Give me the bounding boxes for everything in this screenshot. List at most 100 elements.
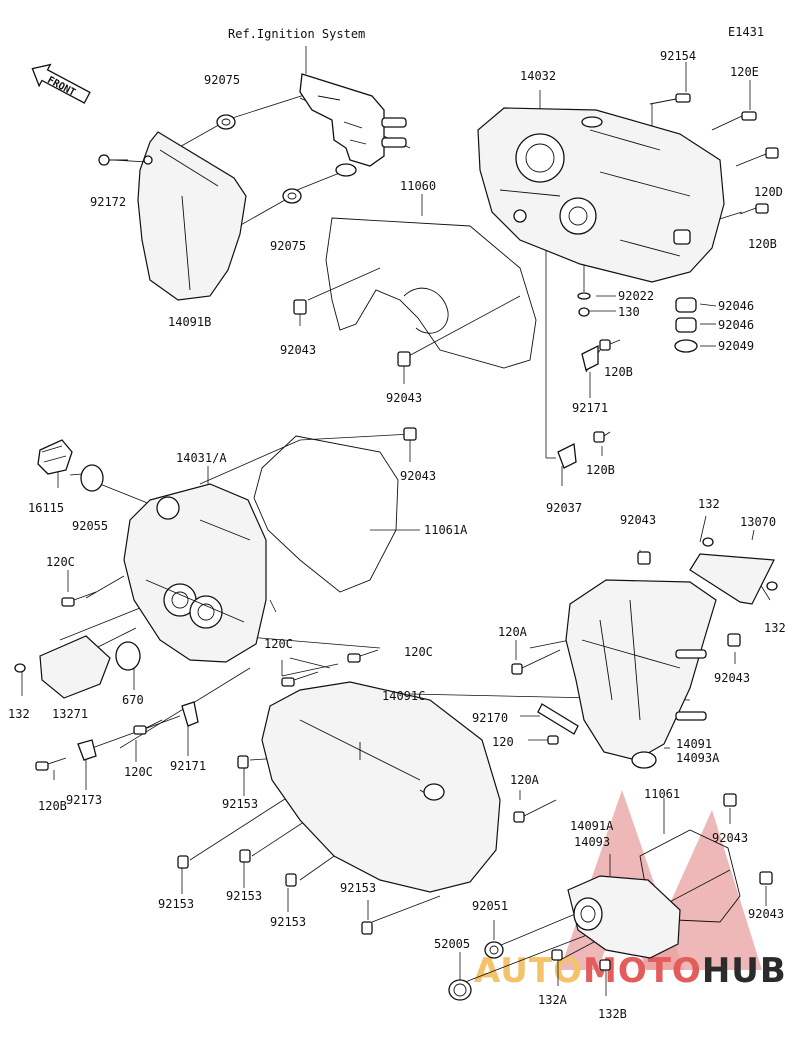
dowel-92043-g — [759, 871, 773, 885]
label-132-right: 132 — [764, 621, 786, 635]
label-132A: 132A — [538, 993, 568, 1007]
diagram-code: E1431 — [728, 25, 764, 39]
screw-132-right — [766, 581, 778, 591]
label-120A-upper: 120A — [498, 625, 528, 639]
label-14093A: 14093A — [676, 751, 720, 765]
label-120C-center: 120C — [264, 637, 293, 651]
washer-92022 — [577, 292, 591, 300]
gasket-11060 — [325, 217, 537, 369]
cover-14091A-14093 — [567, 875, 681, 959]
label-92043-g: 92043 — [748, 907, 784, 921]
front-arrow-icon: FRONT — [31, 63, 91, 104]
label-132-left: 132 — [8, 707, 30, 721]
bolt-120B-mid — [593, 431, 611, 443]
pin-92170 — [537, 703, 579, 735]
bolt-120B-top — [739, 203, 769, 215]
label-120A-lower: 120A — [510, 773, 540, 787]
dowel-92043-e — [727, 633, 741, 647]
label-13070: 13070 — [740, 515, 776, 529]
grommet-92046-b — [675, 317, 697, 333]
grommet-92046-a — [675, 297, 697, 313]
dowel-92043-b — [397, 351, 411, 367]
label-92154: 92154 — [660, 49, 696, 63]
dowel-92043-d — [637, 551, 651, 565]
label-92153-e: 92153 — [340, 881, 376, 895]
dowel-92043-c — [403, 427, 417, 441]
label-92043-f: 92043 — [712, 831, 748, 845]
clamp-92171-upper — [581, 344, 599, 371]
screw-132-left — [14, 663, 26, 673]
o-ring-670 — [115, 641, 141, 671]
label-92043-a: 92043 — [280, 343, 316, 357]
cover-13070 — [689, 553, 775, 605]
clamp-92173 — [77, 739, 97, 761]
label-13271: 13271 — [52, 707, 88, 721]
label-92171-lower: 92171 — [170, 759, 206, 773]
label-11061: 11061 — [644, 787, 680, 801]
ref-note: Ref.Ignition System — [228, 27, 365, 41]
label-92043-c: 92043 — [400, 469, 436, 483]
part-labels: 92154 14032 120E 92075 92172 92075 11060… — [8, 49, 786, 1021]
watermark-text-hub: HUB — [702, 951, 787, 991]
label-92055: 92055 — [72, 519, 108, 533]
bolt-120B-left — [35, 757, 67, 771]
bolt-120C-lower — [133, 719, 163, 735]
label-92051: 92051 — [472, 899, 508, 913]
screw-92153-c — [239, 849, 251, 863]
label-92043-e: 92043 — [714, 671, 750, 685]
grommet-92075-upper — [216, 114, 236, 130]
dowel-92043-f — [723, 793, 737, 807]
o-ring-92055 — [80, 464, 104, 492]
label-92173: 92173 — [66, 793, 102, 807]
bolt-120 — [547, 735, 559, 745]
label-92046-b: 92046 — [718, 318, 754, 332]
collar-92049 — [674, 339, 698, 353]
label-120B-left: 120B — [38, 799, 67, 813]
label-14091A: 14091A — [570, 819, 614, 833]
label-120B-right: 120B — [604, 365, 633, 379]
label-132-top: 132 — [698, 497, 720, 511]
label-14091C: 14091C — [382, 689, 425, 703]
label-14091: 14091 — [676, 737, 712, 751]
clamp-92037 — [557, 443, 577, 469]
label-130: 130 — [618, 305, 640, 319]
crankcase-cover-14032 — [477, 107, 725, 283]
label-92075-upper: 92075 — [204, 73, 240, 87]
label-92170: 92170 — [472, 711, 508, 725]
bolt-120C-center — [281, 671, 319, 687]
label-120E: 120E — [730, 65, 759, 79]
outer-cover-14091C — [261, 681, 501, 893]
gasket-11061A — [253, 435, 399, 593]
seal-52005 — [448, 979, 472, 1001]
label-16115: 16115 — [28, 501, 64, 515]
label-92022: 92022 — [618, 289, 654, 303]
screw-132-top — [702, 537, 714, 547]
label-120C-lower: 120C — [124, 765, 153, 779]
label-11060: 11060 — [400, 179, 436, 193]
label-92153-a: 92153 — [222, 797, 258, 811]
label-120D: 120D — [754, 185, 783, 199]
label-92046-a: 92046 — [718, 299, 754, 313]
svg-text:AUTOMOTOHUB: AUTOMOTOHUB — [474, 951, 787, 991]
grommet-92075-lower — [282, 188, 302, 204]
cover-13271 — [39, 635, 111, 699]
bolt-120E — [711, 111, 757, 131]
bolt-92172 — [98, 154, 128, 166]
screw-92153-d — [285, 873, 297, 887]
washer-92051 — [484, 941, 504, 959]
label-11061A: 11061A — [424, 523, 468, 537]
label-92153-c: 92153 — [226, 889, 262, 903]
label-92037: 92037 — [546, 501, 582, 515]
screw-132A — [551, 949, 563, 961]
label-92043-b: 92043 — [386, 391, 422, 405]
label-14032: 14032 — [520, 69, 556, 83]
housing-14091-14093A — [565, 579, 717, 769]
screw-130 — [578, 307, 590, 317]
dowel-92043-a — [293, 299, 307, 315]
label-120B-top: 120B — [748, 237, 777, 251]
label-92172: 92172 — [90, 195, 126, 209]
bolt-120A-upper — [511, 649, 561, 675]
label-120B-mid: 120B — [586, 463, 615, 477]
ignition-bracket — [299, 73, 407, 177]
